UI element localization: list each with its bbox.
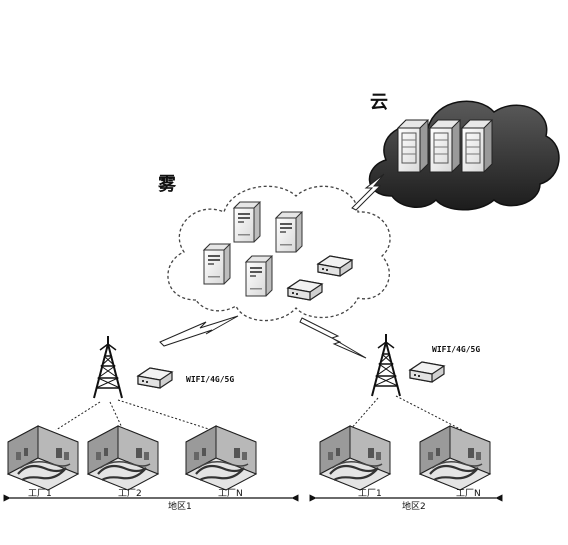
region-1: WIFI/4G/5G 工厂1 工厂2 地区1 工厂N: [3, 335, 299, 512]
gateway-icon: [409, 361, 445, 383]
factory-label: 工厂1: [358, 488, 382, 499]
cloud-server-icon: [461, 119, 493, 173]
link-fog-right-icon: [299, 317, 367, 359]
factory-icon: [86, 424, 160, 492]
fog-server-icon: [275, 211, 303, 253]
wireless-links: [159, 173, 385, 359]
wireless-label: WIFI/4G/5G: [186, 375, 234, 384]
region-2: WIFI/4G/5G 工厂1 地区2 工厂N: [309, 333, 503, 512]
factory-icon: [318, 424, 392, 492]
factory-label: 工厂N: [218, 488, 243, 499]
cloud-label: 云: [370, 92, 388, 113]
fog-shape: [167, 185, 391, 322]
cloud-group: 云: [368, 92, 560, 211]
fog-group: 雾: [157, 173, 391, 322]
factory-label: 工厂2: [118, 488, 142, 499]
wireless-label: WIFI/4G/5G: [432, 345, 480, 354]
region-label: 地区1: [168, 500, 192, 512]
fog-server-icon: [203, 243, 231, 285]
tower-icon: [93, 335, 123, 399]
cloud-server-icon: [429, 119, 461, 173]
fog-server-icon: [245, 255, 273, 297]
factory-icon: [6, 424, 80, 492]
fog-label: 雾: [157, 173, 177, 195]
cloud-server-icon: [397, 119, 429, 173]
link-fog-left-icon: [159, 315, 239, 347]
factory-icon: [418, 424, 492, 492]
fog-server-icon: [233, 201, 261, 243]
region-label: 地区2: [402, 500, 426, 512]
link-fog-cloud-icon: [351, 173, 385, 211]
tower-icon: [371, 333, 401, 397]
factory-label: 工厂N: [456, 488, 481, 499]
gateway-icon: [137, 367, 173, 389]
factory-label: 工厂1: [28, 488, 52, 499]
factory-icon: [184, 424, 258, 492]
